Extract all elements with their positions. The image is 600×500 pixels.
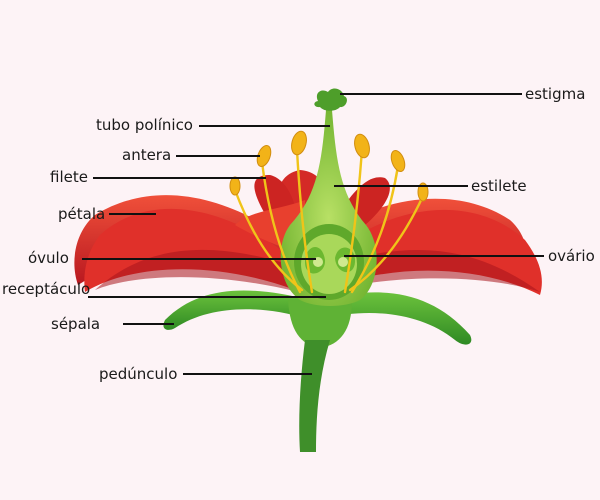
stamens xyxy=(233,148,425,294)
label-pollen-tube: tubo polínico xyxy=(96,116,193,134)
label-stigma: estigma xyxy=(525,85,586,103)
sepals xyxy=(163,290,472,348)
label-petal: pétala xyxy=(58,205,106,223)
label-ovary: ovário xyxy=(548,247,595,265)
label-filament: filete xyxy=(50,168,88,186)
label-peduncle: pedúnculo xyxy=(99,365,178,383)
label-receptacle: receptáculo xyxy=(2,280,91,298)
label-sepal: sépala xyxy=(51,315,101,333)
label-style: estilete xyxy=(471,177,527,195)
label-anther: antera xyxy=(122,146,172,164)
leader-lines xyxy=(82,93,544,375)
anthers xyxy=(229,130,429,202)
stem xyxy=(299,340,330,452)
label-ovule: óvulo xyxy=(28,249,69,267)
